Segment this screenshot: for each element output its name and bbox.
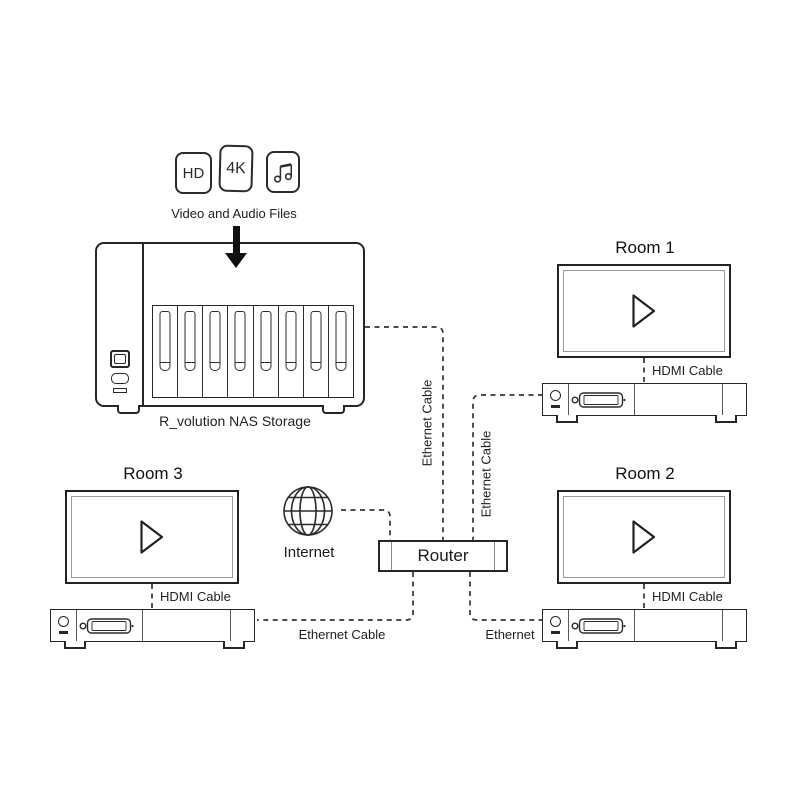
player-panel-divider [230,610,231,641]
router-device: Router [378,540,508,572]
play-icon [632,294,656,328]
nas-device [95,242,365,414]
player-foot [715,415,737,423]
power-led-line [59,631,68,634]
drive-bay-slot [184,311,196,371]
4k-badge-label: 4K [225,159,247,177]
player-panel-divider [634,384,635,415]
drive-bay-slot [260,311,272,371]
internet-to-router-cable [341,509,391,540]
av-port-icon [571,392,626,408]
drive-bay [178,306,204,397]
av-port-icon [571,618,626,634]
nas-foot [322,405,345,414]
drive-bay-slot [209,311,221,371]
player-panel-divider [76,610,77,641]
player-foot [64,641,86,649]
router-panel-line [494,542,495,570]
player-panel-divider [722,384,723,415]
drive-bay [279,306,304,397]
drive-bay [228,306,254,397]
nas-usb-port [113,388,127,393]
nas-led-indicator [111,373,129,384]
ethernet-cable-label-room3: Ethernet Cable [298,627,386,642]
drive-bay-slot [335,311,347,371]
player-foot [556,641,578,649]
router-label: Router [417,546,469,565]
player-panel-divider [634,610,635,641]
tv-screen [65,490,239,584]
power-led-icon [58,616,69,627]
tv-screen-inner [563,270,725,352]
hdmi-cable-label: HDMI Cable [160,589,231,604]
nas-panel-divider [142,244,144,405]
source-caption: Video and Audio Files [171,206,297,221]
ethernet-cable-label-room1: Ethernet Cable [478,430,494,518]
media-player [50,609,255,649]
drive-bay-slot [234,311,246,371]
play-icon [632,520,656,554]
room-title: Room 2 [615,464,675,483]
drive-bay-slot [159,311,171,371]
player-panel-divider [722,610,723,641]
room-3-group: Room 3 HDMI Cable [48,464,258,659]
media-player [542,609,747,649]
drive-bay [304,306,329,397]
room-title: Room 3 [123,464,183,483]
hdmi-cable-label: HDMI Cable [652,363,723,378]
room-2-group: Room 2 HDMI Cable [540,464,750,659]
drive-bay [153,306,179,397]
player-foot [715,641,737,649]
power-led-line [551,405,560,408]
internet-label: Internet [283,544,335,561]
ethernet-cable-router-to-room3 [257,572,414,621]
room-title: Room 1 [615,238,675,257]
power-button-icon [110,350,130,368]
tv-screen-inner [71,496,233,578]
nas-drive-bays [152,305,354,398]
hdmi-cable-label: HDMI Cable [652,589,723,604]
ethernet-cable-router-to-room2 [469,572,542,621]
drive-bay [203,306,229,397]
4k-badge: 4K [218,144,254,193]
room-1-group: Room 1 HDMI Cable [540,238,750,433]
drive-bay [254,306,279,397]
player-panel-divider [568,384,569,415]
power-led-icon [550,390,561,401]
ethernet-label-room2: Ethernet [485,627,535,642]
tv-screen-inner [563,496,725,578]
power-led-icon [550,616,561,627]
nas-foot [117,405,140,414]
tv-screen [557,264,731,358]
download-arrow-icon [233,226,240,254]
drive-bay-slot [285,311,297,371]
hd-badge: HD [175,152,212,194]
av-port-icon [79,618,134,634]
power-led-line [551,631,560,634]
router-panel-line [391,542,392,570]
hd-badge-label: HD [182,164,205,182]
player-foot [556,415,578,423]
player-foot [223,641,245,649]
tv-screen [557,490,731,584]
globe-icon [283,486,333,536]
player-panel-divider [142,610,143,641]
music-badge [266,151,300,193]
download-arrow-head-icon [225,253,247,268]
media-player [542,383,747,423]
nas-label: R_volution NAS Storage [159,413,311,429]
drive-bay [329,306,353,397]
play-icon [140,520,164,554]
music-notes-icon [273,163,293,183]
drive-bay-slot [310,311,322,371]
player-panel-divider [568,610,569,641]
ethernet-cable-label-nas: Ethernet Cable [419,379,435,467]
